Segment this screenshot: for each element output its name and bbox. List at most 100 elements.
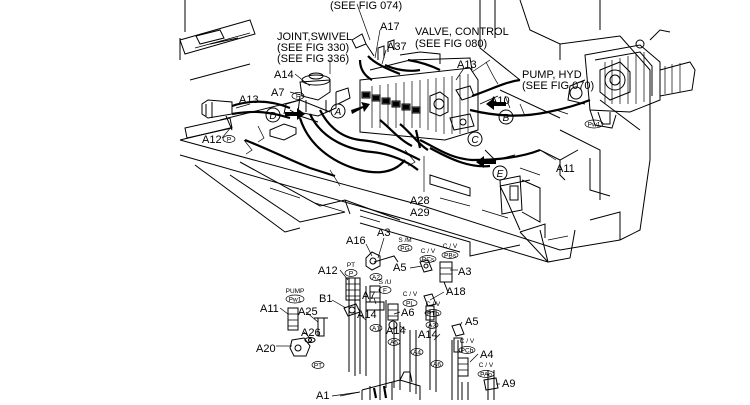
- tag-ptb-outline: [424, 309, 442, 317]
- tag-f-a7: F: [296, 94, 300, 101]
- callout-a20: A20: [256, 343, 276, 355]
- tag-a6: A6: [433, 362, 441, 369]
- circle-e-outline: [492, 165, 508, 181]
- tag-pcb-outline: [458, 346, 476, 354]
- tag-pw1-top: Pw1: [588, 122, 601, 129]
- tag-a4-outline: [410, 348, 424, 356]
- callout-a1: A1: [316, 390, 329, 400]
- callout-a12-left: A12: [202, 134, 222, 146]
- callout-a5-low: A5: [465, 316, 478, 328]
- note-fig074: (SEE FIG 074): [330, 0, 402, 12]
- tag-pcb: PCb: [461, 348, 474, 355]
- callout-a25: A25: [298, 306, 318, 318]
- lower-fittings: [287, 251, 499, 391]
- tag-pw1-low: Pw1: [289, 297, 302, 304]
- tag-pl-outline: [402, 299, 418, 307]
- callout-a29: A29: [410, 207, 430, 219]
- tag-p-a12: P: [227, 137, 231, 144]
- tag-pt-low-outline: [311, 361, 325, 369]
- tag-pcs-outline: [419, 255, 437, 263]
- note-swivel-ref1: (SEE FIG 330): [277, 42, 349, 54]
- tag-a3: A3: [428, 323, 436, 330]
- tag-cv6-text: C / V: [479, 362, 494, 369]
- tag-a1-outline: [369, 324, 383, 332]
- tag-pl: PL: [406, 301, 414, 308]
- callout-a4: A4: [480, 349, 493, 361]
- leader-lines-top: [221, 3, 569, 192]
- callout-a28: A28: [410, 195, 430, 207]
- port-tags-lower: S /M PG C / V PCs C / V PBs PT P A2 S /U…: [285, 237, 495, 379]
- chassis-frame: [179, 0, 651, 263]
- control-valve: [351, 33, 479, 141]
- tag-pt-text: PT: [347, 262, 355, 269]
- callout-a3-top: A3: [377, 227, 390, 239]
- callouts-lower: A16 A3 A12 A5 A3 A18 B1 A7 A6 A11 A25 A1…: [256, 227, 515, 402]
- tag-pw1-top-outline: [584, 119, 604, 129]
- tag-pao-outline: [477, 370, 495, 378]
- note-swivel-ref2: (SEE FIG 336): [277, 53, 349, 65]
- tag-p-low: P: [349, 271, 353, 278]
- hydraulic-pump: [567, 29, 696, 129]
- callout-b1: B1: [319, 293, 332, 305]
- callout-a18: A18: [446, 286, 466, 298]
- tag-ptb: PTb: [427, 311, 439, 318]
- tag-cv5-text: C / V: [460, 338, 475, 345]
- note-valve-ref: (SEE FIG 080): [415, 38, 487, 50]
- note-valve-title: VALVE, CONTROL: [415, 26, 509, 38]
- callout-a14-top: A14: [274, 69, 294, 81]
- valve-stack-lower: [339, 278, 495, 400]
- tag-cv2-text: C / V: [443, 243, 458, 250]
- direction-arrows: [285, 98, 506, 168]
- callout-a14-low2: A14: [386, 325, 406, 337]
- circle-letters: A B C D E: [265, 103, 514, 181]
- callout-a7-top: A7: [271, 87, 284, 99]
- tag-pt-low: PT: [314, 363, 322, 370]
- callout-a14-low3: A14: [418, 329, 438, 341]
- tag-p-a12-outline: [222, 135, 236, 143]
- circle-b-outline: [498, 109, 514, 125]
- callout-a10: A10: [490, 95, 510, 107]
- tag-su-text: S /U: [379, 279, 392, 286]
- callouts-upper: A17 A37 A14 A13 A7 A13 A12 A10 A11 A28 A…: [202, 21, 575, 219]
- tag-a5-outline: [387, 338, 401, 346]
- circle-letter-d: D: [269, 111, 276, 122]
- tag-pump-text: PUMP: [286, 288, 305, 295]
- tag-a2-outline: [369, 273, 383, 281]
- callout-a14-low1: A14: [357, 309, 377, 321]
- circle-c-outline: [467, 131, 483, 147]
- callout-a12-low: A12: [318, 265, 338, 277]
- callout-a3-right: A3: [458, 266, 471, 278]
- tag-a2: A2: [372, 275, 380, 282]
- tag-a6-outline: [430, 360, 444, 368]
- callout-a7-low: A7: [362, 290, 375, 302]
- tag-pao: PAo: [480, 372, 492, 379]
- note-pump-title: PUMP, HYD: [522, 69, 582, 81]
- tag-pw1-low-outline: [285, 294, 305, 304]
- circle-letter-b: B: [503, 113, 510, 124]
- callout-a17: A17: [380, 21, 400, 33]
- callout-a13-left: A13: [239, 94, 259, 106]
- hose-bundle: [231, 55, 591, 178]
- circle-d-outline: [265, 107, 281, 123]
- tag-a1: A1: [372, 326, 380, 333]
- tag-pg-outline: [397, 244, 413, 252]
- left-hoses: [201, 99, 297, 141]
- callout-a6: A6: [401, 307, 414, 319]
- tag-cv4-text: C / V: [426, 301, 441, 308]
- tag-a5: A5: [390, 340, 398, 347]
- tag-p-low-outline: [344, 269, 358, 277]
- callout-a11-low: A11: [260, 303, 279, 315]
- circle-letter-c: C: [471, 135, 479, 146]
- callout-a11-right: A11: [556, 163, 575, 175]
- callout-a26: A26: [301, 327, 321, 339]
- callout-a9: A9: [502, 378, 515, 390]
- leader-lines-lower: [276, 237, 500, 397]
- circle-letter-a: A: [334, 107, 342, 118]
- tag-sm-text: S /M: [398, 237, 411, 244]
- port-tags-upper: P F Pw1: [222, 92, 604, 144]
- note-swivel-title: JOINT,SWIVEL: [277, 31, 352, 43]
- tag-f-a7-outline: [291, 92, 305, 100]
- tag-f-low: F: [383, 288, 387, 295]
